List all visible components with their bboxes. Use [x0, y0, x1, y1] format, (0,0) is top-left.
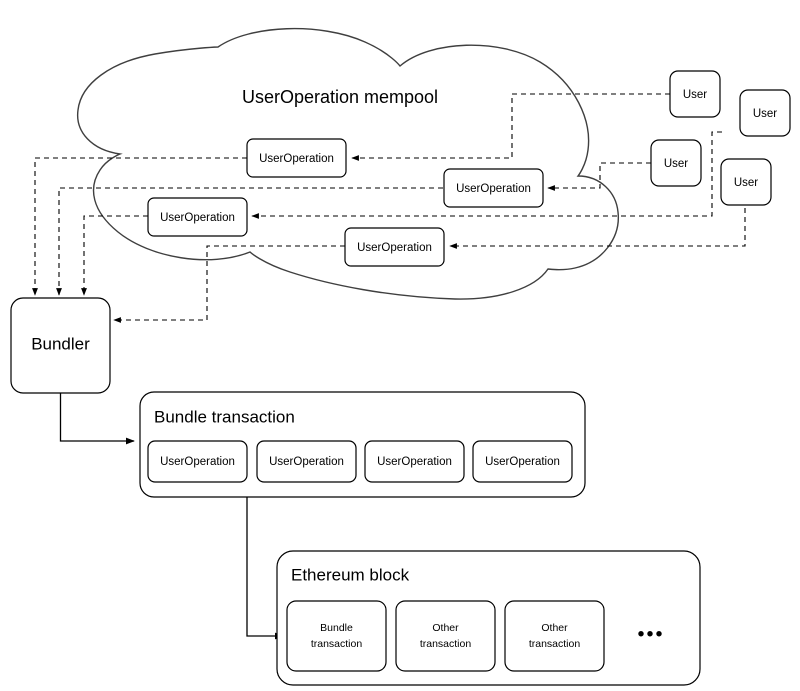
block-transaction-3[interactable]: Other transaction — [504, 600, 605, 672]
block-transaction-2-box[interactable] — [395, 600, 496, 672]
user-2-box[interactable] — [739, 89, 791, 137]
user-3-label: User — [664, 158, 688, 170]
user-1[interactable]: User — [669, 70, 721, 118]
user-2[interactable]: User — [739, 89, 791, 137]
mempool-userop-4-label: UserOperation — [357, 242, 432, 254]
mempool-userop-2-box[interactable] — [443, 168, 544, 208]
mempool-userop-2[interactable]: UserOperation — [443, 168, 544, 208]
user-1-label: User — [683, 89, 707, 101]
block-transaction-3-box[interactable] — [504, 600, 605, 672]
bundle-userop-4[interactable]: UserOperation — [472, 440, 573, 483]
block-transaction-2[interactable]: Other transaction — [395, 600, 496, 672]
connector-userop1-to-bundler — [32, 157, 247, 296]
bundle-userop-3[interactable]: UserOperation — [364, 440, 465, 483]
ethereum-block[interactable]: Ethereum block Bundle transaction Other … — [276, 550, 701, 686]
bundler[interactable]: Bundler — [10, 297, 111, 394]
connector-user2-to-userop3 — [251, 131, 722, 219]
connector-bundle-transaction-to-block — [246, 497, 284, 640]
mempool-title: UserOperation mempool — [242, 87, 438, 107]
connector-userop4-to-bundler — [113, 245, 345, 323]
bundle-userop-2-box[interactable] — [256, 440, 357, 483]
connector-userop2-to-bundler — [56, 187, 443, 296]
user-1-box[interactable] — [669, 70, 721, 118]
mempool-userop-3-label: UserOperation — [160, 212, 235, 224]
block-transaction-1[interactable]: Bundle transaction — [286, 600, 387, 672]
bundle-userop-1[interactable]: UserOperation — [147, 440, 248, 483]
dashed-connectors — [32, 93, 746, 323]
ethereum-block-label: Ethereum block — [291, 565, 410, 584]
bundler-label: Bundler — [31, 334, 90, 353]
mempool-userop-3[interactable]: UserOperation — [147, 197, 248, 237]
mempool-userop-4-box[interactable] — [344, 227, 445, 267]
user-4-box[interactable] — [720, 158, 772, 206]
block-transaction-1-box[interactable] — [286, 600, 387, 672]
bundle-userop-1-box[interactable] — [147, 440, 248, 483]
connector-user1-to-userop1 — [351, 93, 670, 161]
mempool-userop-3-box[interactable] — [147, 197, 248, 237]
block-transaction-2-line2: transaction — [420, 638, 472, 650]
mempool-userop-2-label: UserOperation — [456, 183, 531, 195]
bundle-userop-3-label: UserOperation — [377, 456, 452, 468]
user-2-label: User — [753, 108, 777, 120]
user-4[interactable]: User — [720, 158, 772, 206]
bundle-userop-2-label: UserOperation — [269, 456, 344, 468]
user-4-label: User — [734, 177, 758, 189]
connector-user3-to-userop2 — [547, 162, 651, 191]
connector-userop3-to-bundler — [81, 215, 148, 296]
user-3-box[interactable] — [650, 139, 702, 187]
connector-bundler-to-bundle-transaction — [59, 393, 135, 445]
mempool-userop-1-label: UserOperation — [259, 153, 334, 165]
bundle-userop-2[interactable]: UserOperation — [256, 440, 357, 483]
bundle-userop-4-box[interactable] — [472, 440, 573, 483]
bundle-userop-3-box[interactable] — [364, 440, 465, 483]
mempool-userop-1-box[interactable] — [246, 138, 347, 178]
bundle-userop-1-label: UserOperation — [160, 456, 235, 468]
block-transaction-1-line1: Bundle — [320, 622, 353, 634]
block-transactions-ellipsis: ••• — [637, 623, 664, 645]
block-transaction-2-line1: Other — [432, 622, 459, 634]
connector-user4-to-userop4 — [449, 208, 746, 249]
block-transaction-1-line2: transaction — [311, 638, 363, 650]
block-transaction-3-line1: Other — [541, 622, 568, 634]
bundle-transaction-label: Bundle transaction — [154, 407, 295, 426]
mempool-userop-1[interactable]: UserOperation — [246, 138, 347, 178]
mempool-userop-4[interactable]: UserOperation — [344, 227, 445, 267]
user-3[interactable]: User — [650, 139, 702, 187]
bundle-userop-4-label: UserOperation — [485, 456, 560, 468]
block-transaction-3-line2: transaction — [529, 638, 581, 650]
bundle-transaction[interactable]: Bundle transaction UserOperation UserOpe… — [139, 391, 586, 498]
